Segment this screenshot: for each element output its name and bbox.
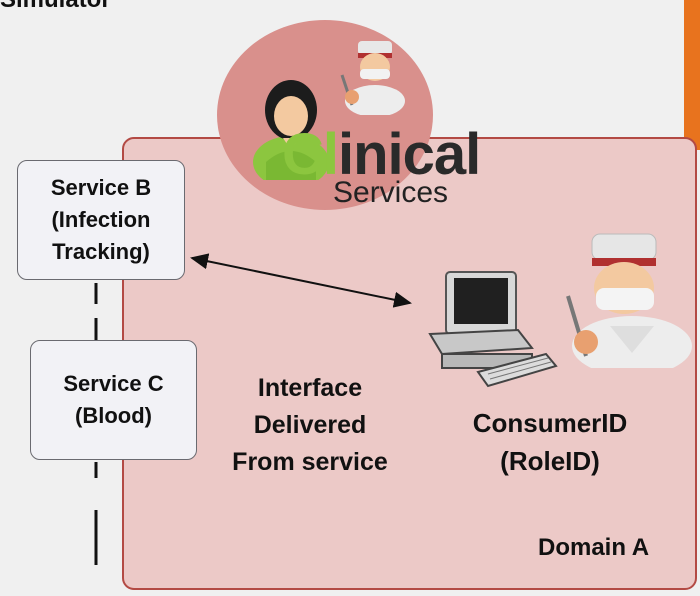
bidirectional-arrow: [190, 253, 412, 308]
consumer-label: ConsumerID (RoleID): [472, 408, 628, 476]
surgeon-icon: [566, 233, 692, 368]
clinical-services-circle: [217, 20, 433, 210]
domain-label: Domain A: [538, 534, 650, 561]
clinical-logo-text: Clinical: [282, 122, 481, 187]
service-b-label: Service B (Infection Tracking): [50, 175, 152, 264]
orange-accent-bar: [684, 0, 700, 150]
nurse-icon: [253, 80, 329, 180]
service-c-label: Service C (Blood): [63, 371, 164, 428]
services-logo-text: Services: [333, 176, 449, 209]
service-c-box: Service C (Blood): [30, 340, 197, 460]
page-heading: Simulator: [0, 0, 111, 14]
interface-label: Interface Delivered From service: [232, 374, 388, 476]
surgeon-icon-small: [340, 41, 405, 115]
service-b-box: Service B (Infection Tracking): [17, 160, 185, 280]
computer-icon: [428, 271, 558, 388]
